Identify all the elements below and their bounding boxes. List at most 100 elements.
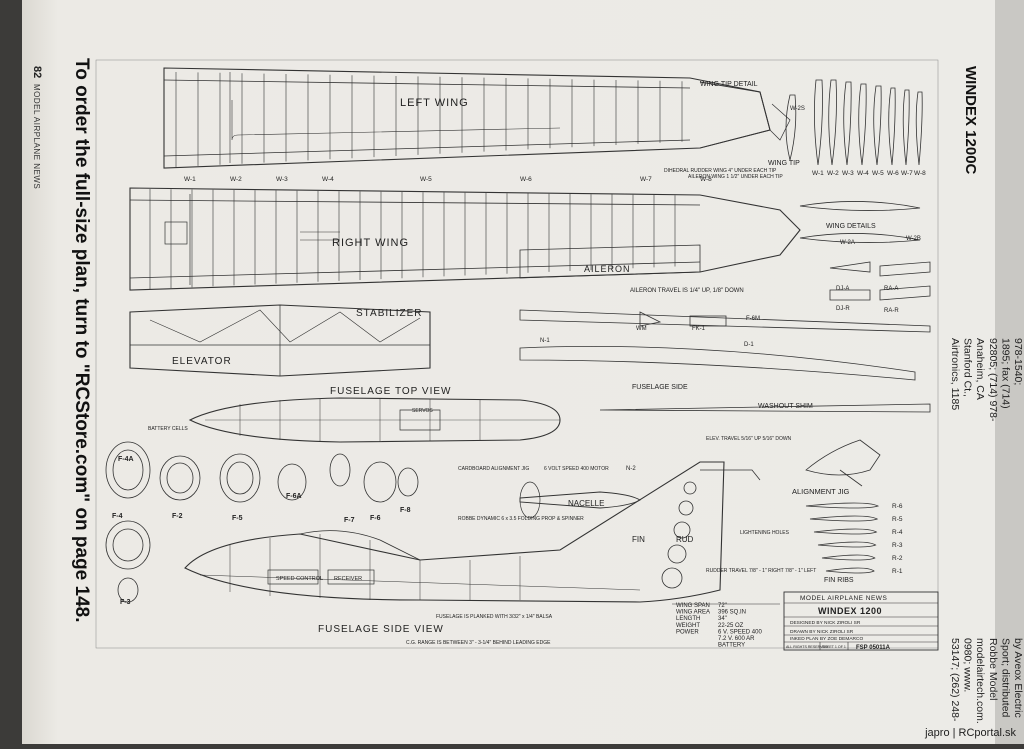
tip-rib-label: W-6 xyxy=(887,170,899,177)
title-block-inked: INKED PLAN BY ZOE DEMARCO xyxy=(790,636,863,642)
spec-name: POWER xyxy=(676,629,699,635)
watermark: japro | RCportal.sk xyxy=(924,727,1016,739)
fin-rib-label: R-3 xyxy=(892,542,903,549)
fin-rib-label: R-4 xyxy=(892,529,903,536)
part-label: W-2S xyxy=(790,106,805,112)
rib-label: W-4 xyxy=(322,176,334,183)
note-fuselage-planked: FUSELAGE IS PLANKED WITH 3/32" x 1/4" BA… xyxy=(436,614,553,620)
note-motor: 6 VOLT SPEED 400 MOTOR xyxy=(544,466,609,472)
page-gutter xyxy=(0,0,22,744)
note-aileron-wing: AILERON WING 1 1/2" UNDER EACH TIP xyxy=(688,174,783,180)
title-block-sheet: SHEET 1 OF 1 xyxy=(822,645,846,649)
spec-name: WING AREA xyxy=(676,610,710,616)
rib-label: W-7 xyxy=(640,176,652,183)
tip-rib-label: W-7 xyxy=(901,170,913,177)
tip-rib-label: W-1 xyxy=(812,170,824,177)
wing-tip-rib-fan xyxy=(785,79,923,166)
article-title-group: WINDEX 1200C xyxy=(962,66,979,175)
left-wing-view xyxy=(163,67,791,169)
margin-header: 82 MODEL AIRPLANE NEWS xyxy=(31,66,43,189)
part-label: D-1 xyxy=(744,342,754,348)
plan-drawing xyxy=(95,59,939,651)
part-label: W-2A xyxy=(840,240,855,246)
note-speed-control: SPEED CONTROL xyxy=(276,576,323,582)
aileron-label: AILERON xyxy=(584,264,631,274)
former-label: F-5 xyxy=(232,515,243,522)
tip-rib-label: W-2 xyxy=(827,170,839,177)
wing-details-parts xyxy=(799,201,931,301)
title-block-name: WINDEX 1200 xyxy=(818,606,882,616)
spec-value: BATTERY xyxy=(718,643,745,649)
part-label: N-1 xyxy=(540,338,550,344)
spec-value: 34" xyxy=(718,616,727,622)
fin-label: FIN xyxy=(632,535,645,544)
source-line: Anaheim, CA xyxy=(974,338,986,400)
title-block-drawn: DRAWN BY NICK ZIROLI SR xyxy=(790,629,854,635)
page-number: 82 xyxy=(31,66,43,78)
alignment-jig-label: ALIGNMENT JIG xyxy=(792,487,850,496)
alignment-jig xyxy=(805,439,881,487)
part-label: FK-1 xyxy=(692,326,706,332)
source-line: by Aveox Electric xyxy=(1012,638,1024,718)
magazine-name: MODEL AIRPLANE NEWS xyxy=(32,84,41,189)
fuselage-top-view xyxy=(188,397,561,443)
fin-rib xyxy=(821,554,876,561)
part-label: RA-R xyxy=(884,308,899,314)
washout-shim xyxy=(599,403,931,413)
spec-value: 6 V. SPEED 400 xyxy=(718,629,762,635)
note-servos: SERVOS xyxy=(412,408,433,414)
fuselage-side-label: FUSELAGE SIDE VIEW xyxy=(318,624,444,635)
rib-label: W-8 xyxy=(700,176,712,183)
former-label: F-4 xyxy=(112,513,123,520)
stabilizer-view xyxy=(129,304,431,377)
former-label: F-6A xyxy=(286,493,302,500)
fin-rib-labels: R-6R-5R-4R-3R-2R-1 xyxy=(892,503,903,575)
title-block-header: MODEL AIRPLANE NEWS xyxy=(800,595,887,602)
former-label: F-8 xyxy=(400,507,411,514)
rib-label: W-5 xyxy=(420,176,432,183)
note-aileron-travel: AILERON TRAVEL IS 1/4" UP, 1/8" DOWN xyxy=(630,288,744,294)
note-cg: C.G. RANGE IS BETWEEN 3" - 3-1/4" BEHIND… xyxy=(406,640,551,646)
note-battery: BATTERY CELLS xyxy=(148,426,188,432)
elevator-label: ELEVATOR xyxy=(172,356,232,367)
source-line: Airtronics, 1185 xyxy=(949,338,961,410)
spec-value: 7.2 V. 600 AR xyxy=(718,636,755,642)
title-block xyxy=(783,591,939,651)
source-line: 0980; www. xyxy=(962,638,974,692)
tip-rib-label: W-4 xyxy=(857,170,869,177)
source-line: Sport; distributed xyxy=(999,638,1011,718)
fin-ribs xyxy=(805,502,880,574)
tip-rib-label: W-5 xyxy=(872,170,884,177)
part-label: RA-A xyxy=(884,286,898,292)
source-line: 92805; (714) 978- xyxy=(987,338,999,422)
rib-label: W-3 xyxy=(276,176,288,183)
note-dihedral: DIHEDRAL RUDDER WING 4" UNDER EACH TIP xyxy=(664,168,777,174)
tip-rib-label: W-3 xyxy=(842,170,854,177)
fin-rib-label: R-2 xyxy=(892,555,903,562)
paper-sheet xyxy=(18,0,1024,744)
part-label: DJ-R xyxy=(836,306,850,312)
source-line: 1895; fax (714) xyxy=(999,338,1011,409)
wing-tip-label: WING TIP xyxy=(768,160,800,167)
fin-rib-label: R-1 xyxy=(892,568,903,575)
flat-keel-parts xyxy=(519,309,931,381)
note-receiver: RECEIVER xyxy=(334,576,362,582)
part-label: WM xyxy=(636,326,647,332)
former-label: F-4A xyxy=(118,456,134,463)
tip-rib-label: W-8 xyxy=(914,170,926,177)
fuselage-top-label: FUSELAGE TOP VIEW xyxy=(330,386,451,397)
order-text-group: To order the full-size plan, turn to "RC… xyxy=(71,58,92,623)
part-label: N-2 xyxy=(626,466,636,472)
wing-tip-detail-label: WING TIP DETAIL xyxy=(700,81,758,88)
fuselage-side-small-label: FUSELAGE SIDE xyxy=(632,384,688,391)
fin-ribs-label: FIN RIBS xyxy=(824,577,854,584)
former-label: F-3 xyxy=(120,599,131,606)
source-line: 978-1540; xyxy=(1012,338,1024,385)
